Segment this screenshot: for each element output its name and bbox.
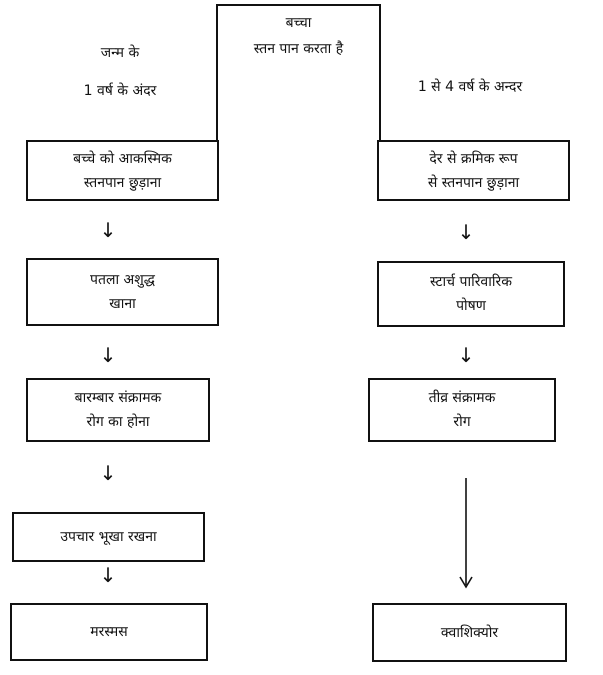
- right-box-4-line-1: क्वाशिक्योर: [440, 624, 499, 641]
- left-box-1-line-2: स्तनपान छुड़ाना: [83, 174, 162, 191]
- left-box-4-line-1: उपचार भूखा रखना: [60, 529, 157, 545]
- right-branch-line-1: 1 से 4 वर्ष के अन्दर: [417, 79, 523, 95]
- right-box-2-line-2: पोषण: [456, 298, 486, 314]
- right-branch-label: 1 से 4 वर्ष के अन्दर: [385, 68, 555, 106]
- left-arrow-4: ↓: [99, 563, 117, 587]
- left-branch-line-1: जन्म के: [100, 45, 140, 61]
- left-arrow-1: ↓: [99, 218, 117, 242]
- left-box-sudden-weaning: बच्चे को आकस्मिक स्तनपान छुड़ाना: [26, 140, 219, 201]
- center-node: बच्चा स्तन पान करता है: [217, 10, 380, 62]
- left-box-repeated-infection: बारम्बार संक्रामक रोग का होना: [26, 378, 210, 442]
- center-line-1: बच्चा: [285, 15, 312, 31]
- right-box-gradual-weaning: देर से क्रमिक रूप से स्तनपान छुड़ाना: [377, 140, 570, 201]
- left-box-starvation-treatment: उपचार भूखा रखना: [12, 512, 205, 562]
- left-box-3-line-1: बारम्बार संक्रामक: [74, 390, 162, 406]
- right-box-starch-family-nutrition: स्टार्च पारिवारिक पोषण: [377, 261, 565, 327]
- left-branch-label: जन्म के 1 वर्ष के अंदर: [40, 34, 200, 110]
- left-box-marasmus: मरस्मस: [10, 603, 208, 661]
- left-box-3-line-2: रोग का होना: [86, 414, 150, 430]
- left-box-2-line-1: पतला अशुद्ध: [90, 272, 155, 288]
- right-box-1-line-2: से स्तनपान छुड़ाना: [427, 174, 520, 191]
- right-arrow-1: ↓: [457, 220, 475, 244]
- right-arrow-2: ↓: [457, 343, 475, 367]
- right-box-3-line-2: रोग: [453, 414, 471, 430]
- right-box-3-line-1: तीव्र संक्रामक: [428, 390, 496, 406]
- right-box-1-line-1: देर से क्रमिक रूप: [429, 150, 518, 167]
- center-line-2: स्तन पान करता है: [253, 41, 344, 57]
- left-box-1-line-1: बच्चे को आकस्मिक: [73, 150, 172, 167]
- left-branch-line-2: 1 वर्ष के अंदर: [83, 83, 157, 99]
- right-box-acute-infection: तीव्र संक्रामक रोग: [368, 378, 556, 442]
- left-arrow-2: ↓: [99, 343, 117, 367]
- long-arrow-head: [459, 576, 473, 589]
- right-box-kwashiorkor: क्वाशिक्योर: [372, 603, 567, 662]
- left-box-2-line-2: खाना: [109, 296, 136, 312]
- center-box-outline: [216, 4, 381, 142]
- right-box-2-line-1: स्टार्च पारिवारिक: [430, 274, 512, 290]
- left-box-5-line-1: मरस्मस: [90, 624, 128, 640]
- left-box-thin-impure-food: पतला अशुद्ध खाना: [26, 258, 219, 326]
- left-arrow-3: ↓: [99, 461, 117, 485]
